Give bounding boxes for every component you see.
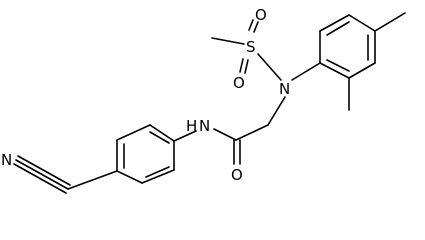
- bond-sulfonamideN-ring2: [291, 62, 321, 81]
- bond-ch2-sulfonamideN: [267, 96, 286, 126]
- bond-amideN-carbonylC: [213, 128, 237, 141]
- bond-sulfonyl-bottom-1: [239, 58, 244, 73]
- bond-sulfonyl-top-2: [253, 21, 259, 33]
- amide-nitrogen-atom: N: [199, 117, 210, 135]
- carbonyl-oxygen-atom: O: [231, 166, 243, 184]
- bond-nitrile-3: [17, 155, 71, 186]
- bond-ring2-c: [348, 14, 376, 32]
- bond-ring2-inner-3: [326, 59, 350, 72]
- sulfonyl-oxygen-top-atom: O: [255, 6, 267, 24]
- sulfur-atom: S: [246, 38, 256, 56]
- bond-ring1-b: [141, 169, 175, 184]
- bond-carbonylC-ch2: [235, 124, 269, 141]
- bond-ring1-a: [116, 170, 143, 184]
- sulfonamide-nitrogen-atom: N: [279, 80, 290, 98]
- bond-ring2-methyl-4: [374, 12, 406, 32]
- bond-ring1-inner-2: [145, 166, 170, 178]
- sulfonyl-oxygen-bottom-atom: O: [233, 74, 245, 92]
- nitrile-nitrogen-atom: N: [1, 151, 12, 169]
- bond-ring2-inner-1: [326, 21, 350, 36]
- bond-ring1-inner-3: [149, 131, 170, 144]
- bond-lines: [13, 12, 406, 194]
- bond-ring2-f: [319, 62, 350, 79]
- bond-nitrile-1: [13, 163, 67, 194]
- bond-sulfonyl-bottom-2: [244, 59, 249, 74]
- bond-ring2-e: [348, 62, 376, 79]
- chemical-structure-diagram: N N H O S O O N: [1, 6, 406, 194]
- bond-sulfur-methyl: [211, 37, 245, 45]
- bond-ring1-amideN: [173, 130, 197, 142]
- bond-ring2-b: [319, 14, 350, 32]
- bond-nitrile-2: [15, 159, 69, 190]
- bond-sulfonyl-top-1: [248, 19, 254, 31]
- bond-ring1-e: [116, 124, 151, 141]
- bond-sulfur-nitrogen: [257, 53, 282, 81]
- atom-labels: N N H O S O O N: [1, 6, 290, 184]
- amide-hydrogen-atom: H: [186, 117, 197, 135]
- bond-ch2-ring: [67, 170, 118, 190]
- bond-ring1-d: [149, 124, 175, 142]
